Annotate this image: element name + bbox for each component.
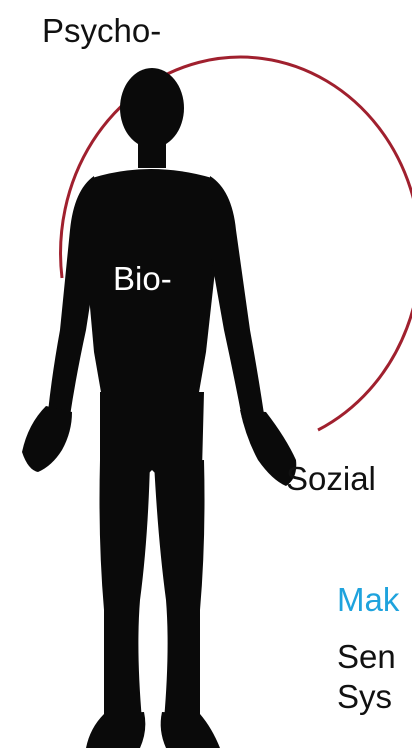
makro-label: Mak <box>337 583 399 616</box>
sys-label: Sys <box>337 680 392 713</box>
human-silhouette-icon <box>22 68 296 748</box>
sozial-label: Sozial <box>286 462 376 495</box>
bio-label: Bio- <box>113 262 172 295</box>
sen-label: Sen <box>337 640 396 673</box>
psycho-label: Psycho- <box>42 14 161 47</box>
